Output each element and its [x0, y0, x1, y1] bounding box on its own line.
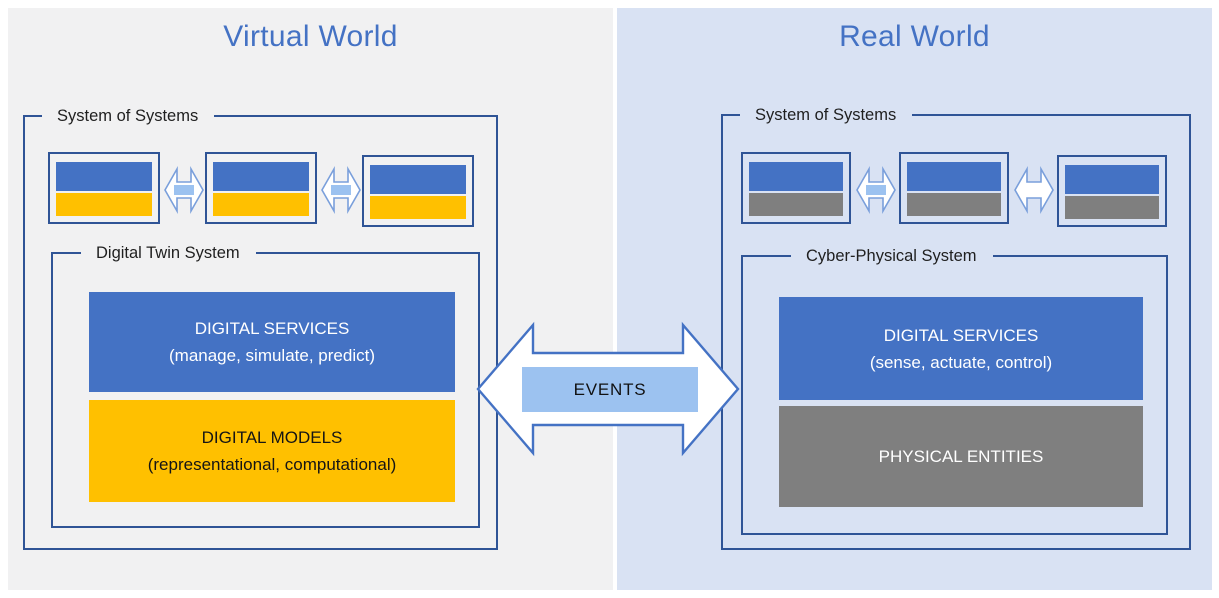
digital-models-title: DIGITAL MODELS [201, 428, 343, 447]
physical-entities-bar [1065, 196, 1159, 219]
digital-twin-system-label: Digital Twin System [81, 242, 256, 265]
events-label-text: EVENTS [573, 379, 647, 399]
cyber-physical-system-frame: Cyber-Physical System [741, 245, 1168, 535]
real-world-panel: Real World System of Systems Cyber-Physi… [617, 8, 1212, 590]
digital-services-title: DIGITAL SERVICES [883, 325, 1039, 345]
cyber-physical-system-label: Cyber-Physical System [791, 245, 993, 268]
real-cps-node [1057, 155, 1167, 227]
digital-services-subtitle: (sense, actuate, control) [869, 352, 1053, 372]
real-cps-node [741, 152, 851, 224]
digital-twin-system-frame: Digital Twin System [51, 242, 480, 528]
virtual-twin-node [48, 152, 160, 224]
digital-services-title: DIGITAL SERVICES [194, 319, 350, 338]
bidirectional-link-arrow-icon [1014, 166, 1054, 214]
digital-services-box: DIGITAL SERVICES (sense, actuate, contro… [779, 297, 1143, 400]
real-cps-node [899, 152, 1009, 224]
digital-models-bar [370, 196, 466, 219]
digital-services-bar [56, 162, 152, 191]
digital-services-bar [749, 162, 843, 191]
digital-services-subtitle: (manage, simulate, predict) [169, 346, 375, 365]
bidirectional-link-arrow-icon [856, 166, 896, 214]
digital-services-bar [213, 162, 309, 191]
digital-services-bar [370, 165, 466, 194]
real-system-of-systems-frame: System of Systems [721, 104, 1191, 550]
virtual-world-panel: Virtual World System of Systems Digital … [8, 8, 613, 590]
bidirectional-link-arrow-icon [164, 166, 204, 214]
digital-models-subtitle: (representational, computational) [147, 455, 397, 474]
digital-models-bar [213, 193, 309, 216]
real-system-of-systems-label: System of Systems [740, 104, 913, 127]
digital-models-box: DIGITAL MODELS (representational, comput… [89, 400, 455, 502]
physical-entities-box: PHYSICAL ENTITIES [779, 406, 1143, 507]
physical-entities-bar [907, 193, 1001, 216]
virtual-system-of-systems-frame: System of Systems [23, 105, 498, 550]
physical-entities-title: PHYSICAL ENTITIES [878, 447, 1044, 466]
bidirectional-link-arrow-icon [321, 166, 361, 214]
digital-models-bar [56, 193, 152, 216]
digital-services-box: DIGITAL SERVICES (manage, simulate, pred… [89, 292, 455, 392]
virtual-twin-node [362, 155, 474, 227]
digital-services-bar [907, 162, 1001, 191]
events-label: EVENTS [522, 367, 698, 412]
virtual-system-of-systems-label: System of Systems [42, 105, 215, 128]
real-world-title: Real World [839, 20, 990, 53]
virtual-world-title: Virtual World [223, 20, 398, 53]
physical-entities-bar [749, 193, 843, 216]
digital-services-bar [1065, 165, 1159, 194]
virtual-twin-node [205, 152, 317, 224]
